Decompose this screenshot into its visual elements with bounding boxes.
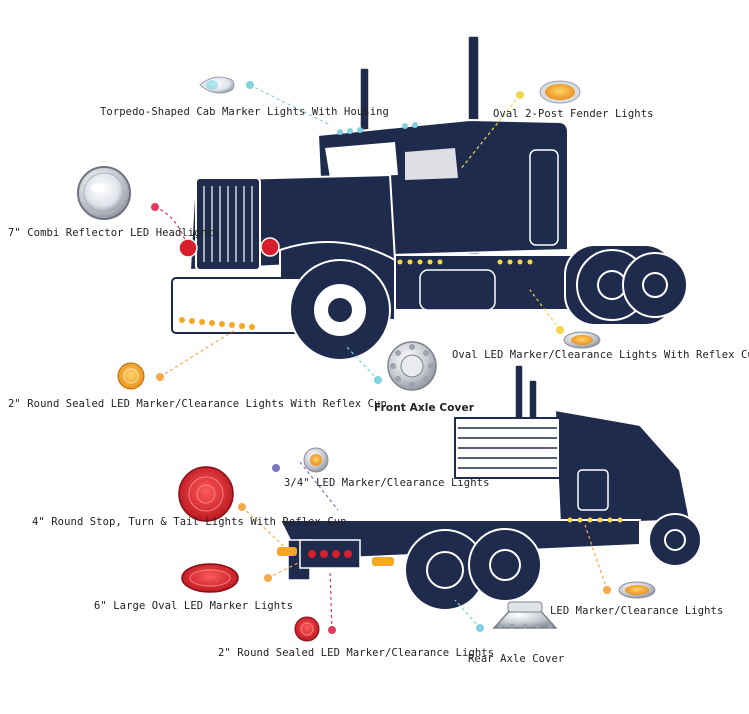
cab-windshield: [325, 142, 398, 178]
label-combi-headlight: 7" Combi Reflector LED Headlights: [8, 227, 220, 239]
small-round-red-light-icon: [295, 617, 319, 641]
round-amber-light-icon: [118, 363, 144, 389]
leader-4in: [242, 507, 290, 552]
label-round-2in-reflex: 2" Round Sealed LED Marker/Clearance Lig…: [8, 398, 387, 410]
oval-red-light-icon: [182, 564, 238, 592]
fuel-tank: [420, 270, 495, 310]
rear-amber-right: [372, 557, 394, 566]
leader-torpedo: [250, 85, 330, 125]
small-amber-light-icon: [304, 448, 328, 472]
label-round-4in-stop: 4" Round Stop, Turn & Tail Lights With R…: [32, 516, 347, 528]
label-oval-2post-fender: Oval 2-Post Fender Lights: [493, 108, 654, 120]
oval-amber-light-icon: [540, 81, 580, 103]
label-led-marker-clearance: LED Marker/Clearance Lights: [550, 605, 723, 617]
rear-amber-left: [277, 547, 297, 556]
cab-window: [405, 148, 458, 180]
front-bumper: [172, 278, 302, 333]
front-hub-center: [328, 298, 352, 322]
leader-2in-round: [160, 330, 235, 377]
round-headlight-icon: [78, 167, 130, 219]
label-torpedo-cab-marker: Torpedo-Shaped Cab Marker Lights With Ho…: [100, 106, 389, 118]
label-round-2in-sealed: 2" Round Sealed LED Marker/Clearance Lig…: [218, 647, 494, 659]
oval-chrome-marker-icon: [564, 332, 600, 348]
label-front-axle-cover: Front Axle Cover: [374, 402, 474, 414]
torpedo-marker-light-icon: [200, 77, 234, 93]
label-oval-reflex-cup: Oval LED Marker/Clearance Lights With Re…: [452, 349, 749, 361]
headlight-right: [261, 238, 279, 256]
rear-cab: [555, 410, 690, 525]
rear-axle-cover-icon: [494, 602, 556, 629]
label-three-quarter-led: 3/4" LED Marker/Clearance Lights: [284, 477, 490, 489]
rear-wheels-front-truck: [565, 245, 687, 325]
headlight-left: [179, 239, 197, 257]
round-red-tail-light-icon: [179, 467, 233, 521]
label-rear-axle-cover: Rear Axle Cover: [468, 653, 564, 665]
oval-amber-marker-icon: [619, 582, 655, 598]
label-large-oval-6in: 6" Large Oval LED Marker Lights: [94, 600, 293, 612]
leader-2in-sealed: [330, 570, 332, 630]
front-axle-cover-icon: [388, 342, 436, 390]
